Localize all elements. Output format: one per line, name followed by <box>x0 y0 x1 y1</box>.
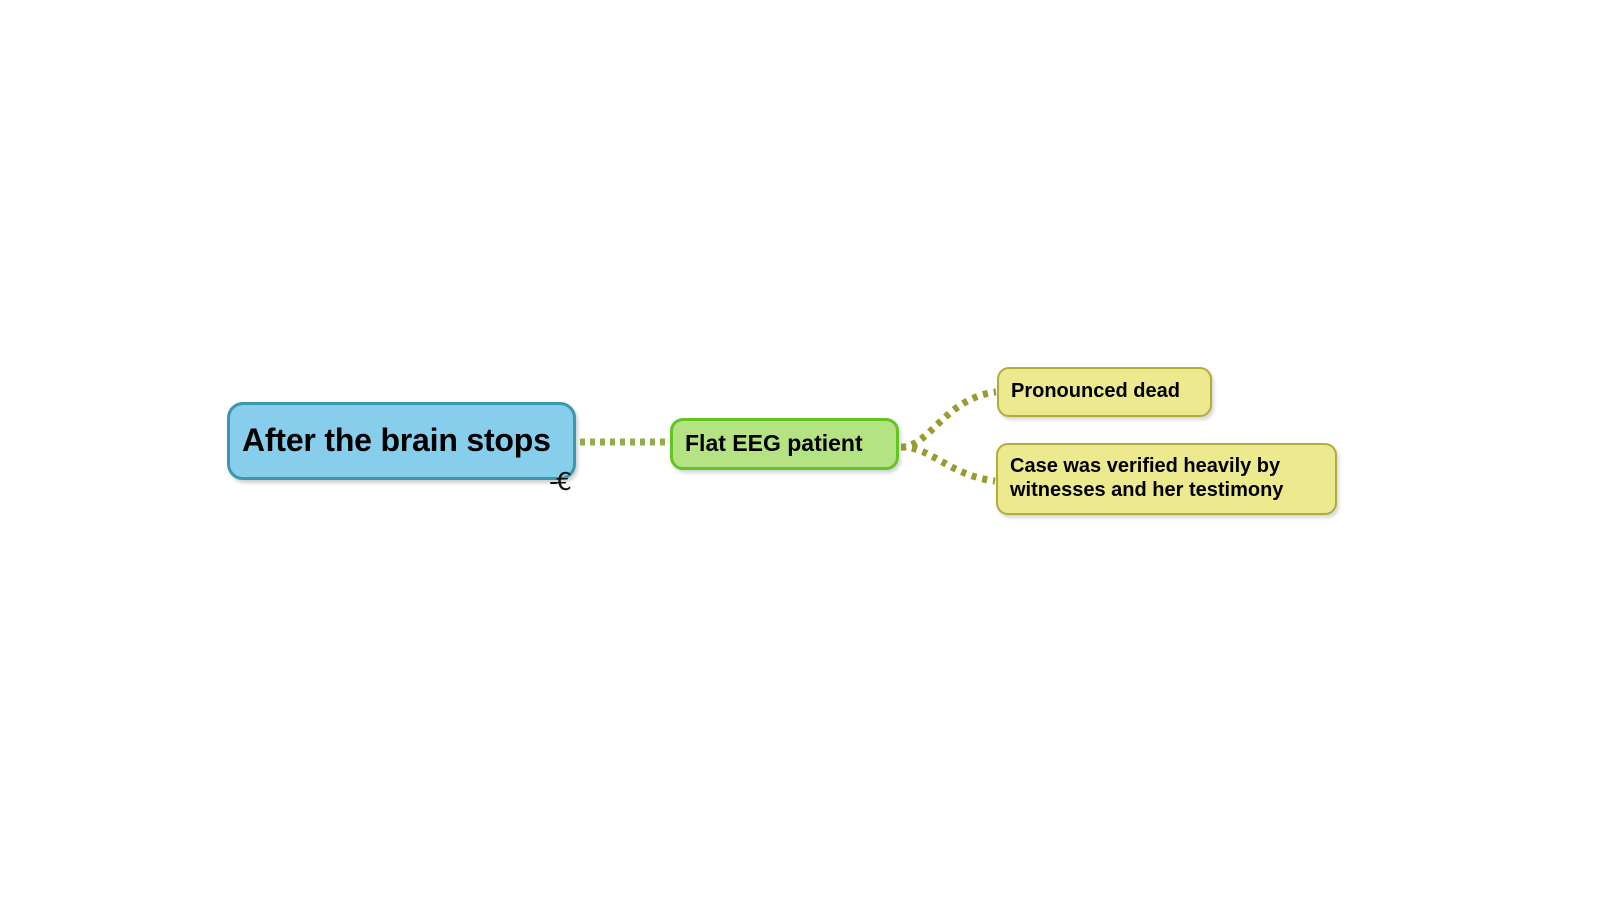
collapse-toggle-icon[interactable]: -€ <box>549 467 572 496</box>
connector-flat-eeg-to-case-verified <box>900 443 996 485</box>
connector-flat-eeg-to-pronounced-dead <box>900 388 997 451</box>
node-leaf-case-was-verified[interactable]: Case was verified heavily by witnesses a… <box>996 443 1337 515</box>
node-leaf-label: Case was verified heavily by witnesses a… <box>1010 455 1284 501</box>
node-leaf-pronounced-dead[interactable]: Pronounced dead <box>997 367 1212 417</box>
node-root-label: After the brain stops <box>242 422 551 459</box>
node-root-after-the-brain-stops[interactable]: After the brain stops <box>227 402 576 480</box>
node-leaf-label: Pronounced dead <box>1011 380 1180 403</box>
node-branch-flat-eeg-patient[interactable]: Flat EEG patient <box>670 418 899 470</box>
node-branch-label: Flat EEG patient <box>685 430 863 457</box>
